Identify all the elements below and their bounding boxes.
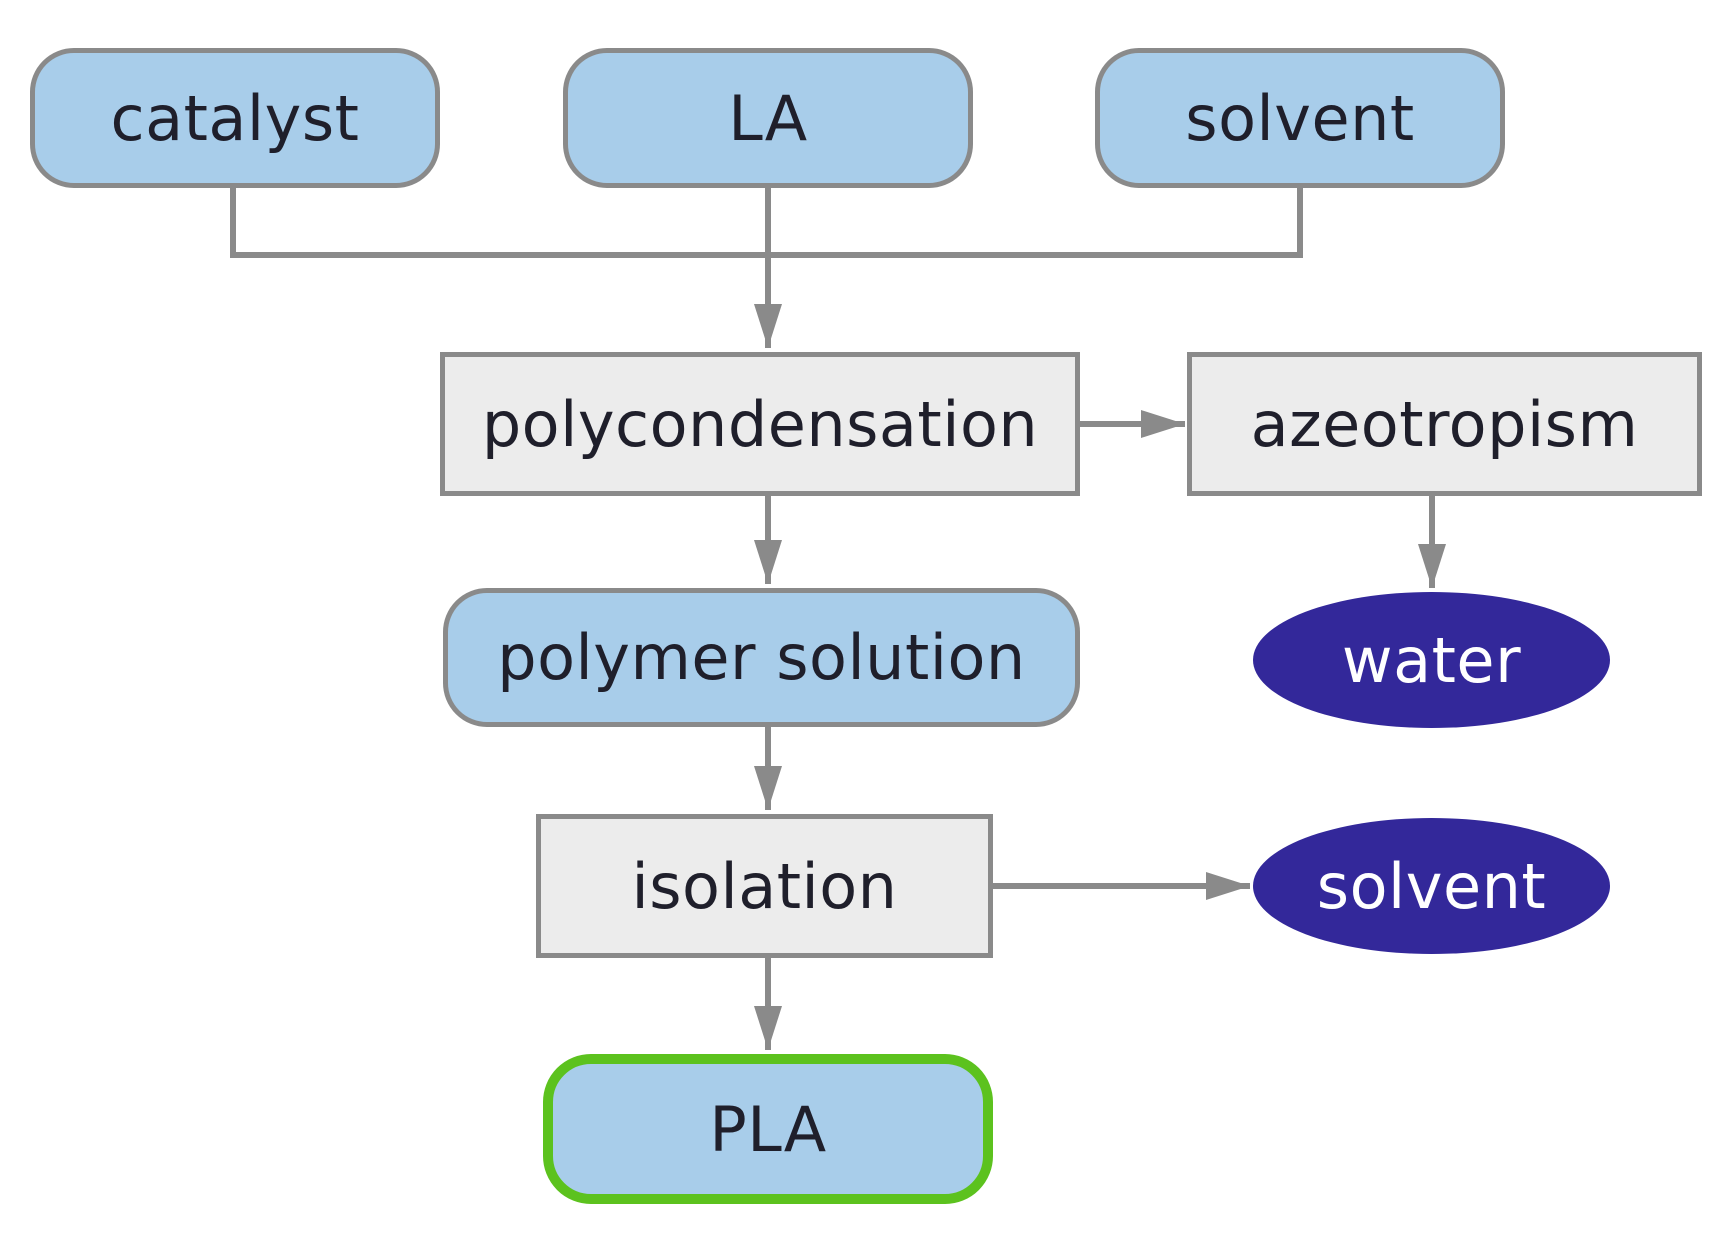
catalyst-label: catalyst <box>110 81 360 155</box>
solvent-input-node: solvent <box>1095 48 1505 188</box>
catalyst-node: catalyst <box>30 48 440 188</box>
polycondensation-label: polycondensation <box>481 387 1039 461</box>
water-arrowhead <box>1418 544 1446 588</box>
pla-label: PLA <box>709 1092 827 1166</box>
polymer-solution-node: polymer solution <box>443 588 1080 727</box>
pla-arrowhead <box>754 1006 782 1050</box>
isolation-label: isolation <box>631 849 898 923</box>
polycondensation-node: polycondensation <box>440 352 1080 496</box>
pla-node: PLA <box>543 1054 993 1204</box>
isolation-arrowhead <box>754 766 782 810</box>
solvent-input-label: solvent <box>1185 81 1415 155</box>
polymer-solution-arrowhead <box>754 540 782 584</box>
solvent-output-node: solvent <box>1253 818 1610 954</box>
polymer-solution-label: polymer solution <box>497 621 1026 694</box>
la-label: LA <box>728 81 808 155</box>
azeotropism-node: azeotropism <box>1187 352 1702 496</box>
la-node: LA <box>563 48 973 188</box>
water-node: water <box>1253 592 1610 728</box>
azeotropism-label: azeotropism <box>1250 387 1639 461</box>
la-arrowhead <box>754 304 782 348</box>
azeotropism-arrowhead <box>1141 410 1185 438</box>
water-label: water <box>1341 623 1522 697</box>
solvent-output-label: solvent <box>1316 849 1547 923</box>
isolation-node: isolation <box>536 814 993 958</box>
solvent-output-arrowhead <box>1206 872 1250 900</box>
